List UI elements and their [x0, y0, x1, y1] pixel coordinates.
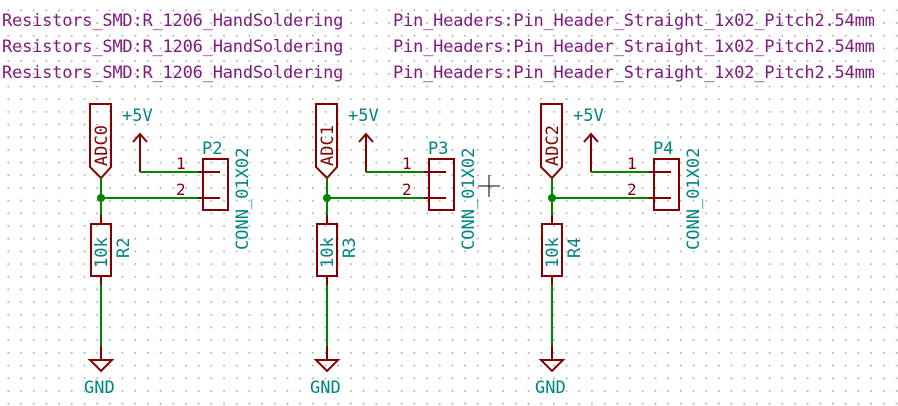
- resistor-reference: R2: [114, 238, 134, 258]
- channel-2: ADC2 +5V 1 2 P4 CONN_01X02 10k R4 GND: [535, 103, 704, 398]
- resistor-reference: R4: [565, 238, 585, 258]
- resistor-reference: R3: [340, 238, 360, 258]
- pin-number-2: 2: [176, 180, 186, 199]
- power-label-text: +5V: [573, 106, 604, 126]
- pin-number-2: 2: [627, 180, 637, 199]
- resistor-value: 10k: [92, 237, 112, 268]
- footprint-line-2: Resistors_SMD:R_1206_HandSoldering Pin_H…: [2, 37, 896, 61]
- connector-value: CONN_01X02: [233, 148, 253, 250]
- crosshair-cursor-icon: [478, 175, 500, 197]
- resistor-value: 10k: [543, 237, 563, 268]
- connector-body[interactable]: [428, 158, 455, 211]
- ground-label-text: GND: [535, 378, 566, 398]
- channel-1: ADC1 +5V 1 2 P3 CONN_01X02 10k R3 GND: [310, 103, 479, 398]
- junction-dot: [548, 194, 556, 202]
- pin-number-1: 1: [176, 154, 186, 173]
- adc-global-label[interactable]: [540, 103, 563, 180]
- header-footprint-text: Pin_Headers:Pin_Header_Straight_1x02_Pit…: [393, 63, 875, 83]
- adc-global-label[interactable]: [89, 103, 112, 180]
- header-footprint-text: Pin_Headers:Pin_Header_Straight_1x02_Pit…: [393, 11, 875, 31]
- gnd-symbol[interactable]: [87, 346, 115, 373]
- footprint-line-1: Resistors_SMD:R_1206_HandSoldering Pin_H…: [2, 11, 896, 35]
- resistor-footprint-text: Resistors_SMD:R_1206_HandSoldering: [2, 63, 344, 83]
- power-5v-symbol[interactable]: [358, 132, 374, 172]
- connector-body[interactable]: [202, 158, 229, 211]
- adc-global-label[interactable]: [315, 103, 338, 180]
- pin-number-2: 2: [402, 180, 412, 199]
- resistor-footprint-text: Resistors_SMD:R_1206_HandSoldering: [2, 37, 344, 57]
- power-5v-symbol[interactable]: [132, 132, 148, 172]
- connector-reference: P3: [428, 139, 448, 159]
- connector-reference: P2: [202, 139, 222, 159]
- power-label-text: +5V: [348, 106, 379, 126]
- ground-label-text: GND: [84, 378, 115, 398]
- resistor-footprint-text: Resistors_SMD:R_1206_HandSoldering: [2, 11, 344, 31]
- gnd-symbol[interactable]: [313, 346, 341, 373]
- adc-label-text: ADC0: [92, 125, 112, 166]
- gnd-symbol[interactable]: [538, 346, 566, 373]
- junction-dot: [97, 194, 105, 202]
- pin-number-1: 1: [627, 154, 637, 173]
- adc-label-text: ADC1: [318, 125, 338, 166]
- resistor-value: 10k: [318, 237, 338, 268]
- power-5v-symbol[interactable]: [583, 132, 599, 172]
- footprint-line-3: Resistors_SMD:R_1206_HandSoldering Pin_H…: [2, 63, 896, 87]
- channel-0: ADC0 +5V 1 2 P2 CONN_01X02 10k R2 GND: [84, 103, 253, 398]
- adc-label-text: ADC2: [543, 125, 563, 166]
- connector-value: CONN_01X02: [459, 148, 479, 250]
- junction-dot: [323, 194, 331, 202]
- connector-reference: P4: [653, 139, 673, 159]
- connector-body[interactable]: [653, 158, 680, 211]
- header-footprint-text: Pin_Headers:Pin_Header_Straight_1x02_Pit…: [393, 37, 875, 57]
- power-label-text: +5V: [122, 106, 153, 126]
- ground-label-text: GND: [310, 378, 341, 398]
- pin-number-1: 1: [402, 154, 412, 173]
- connector-value: CONN_01X02: [684, 148, 704, 250]
